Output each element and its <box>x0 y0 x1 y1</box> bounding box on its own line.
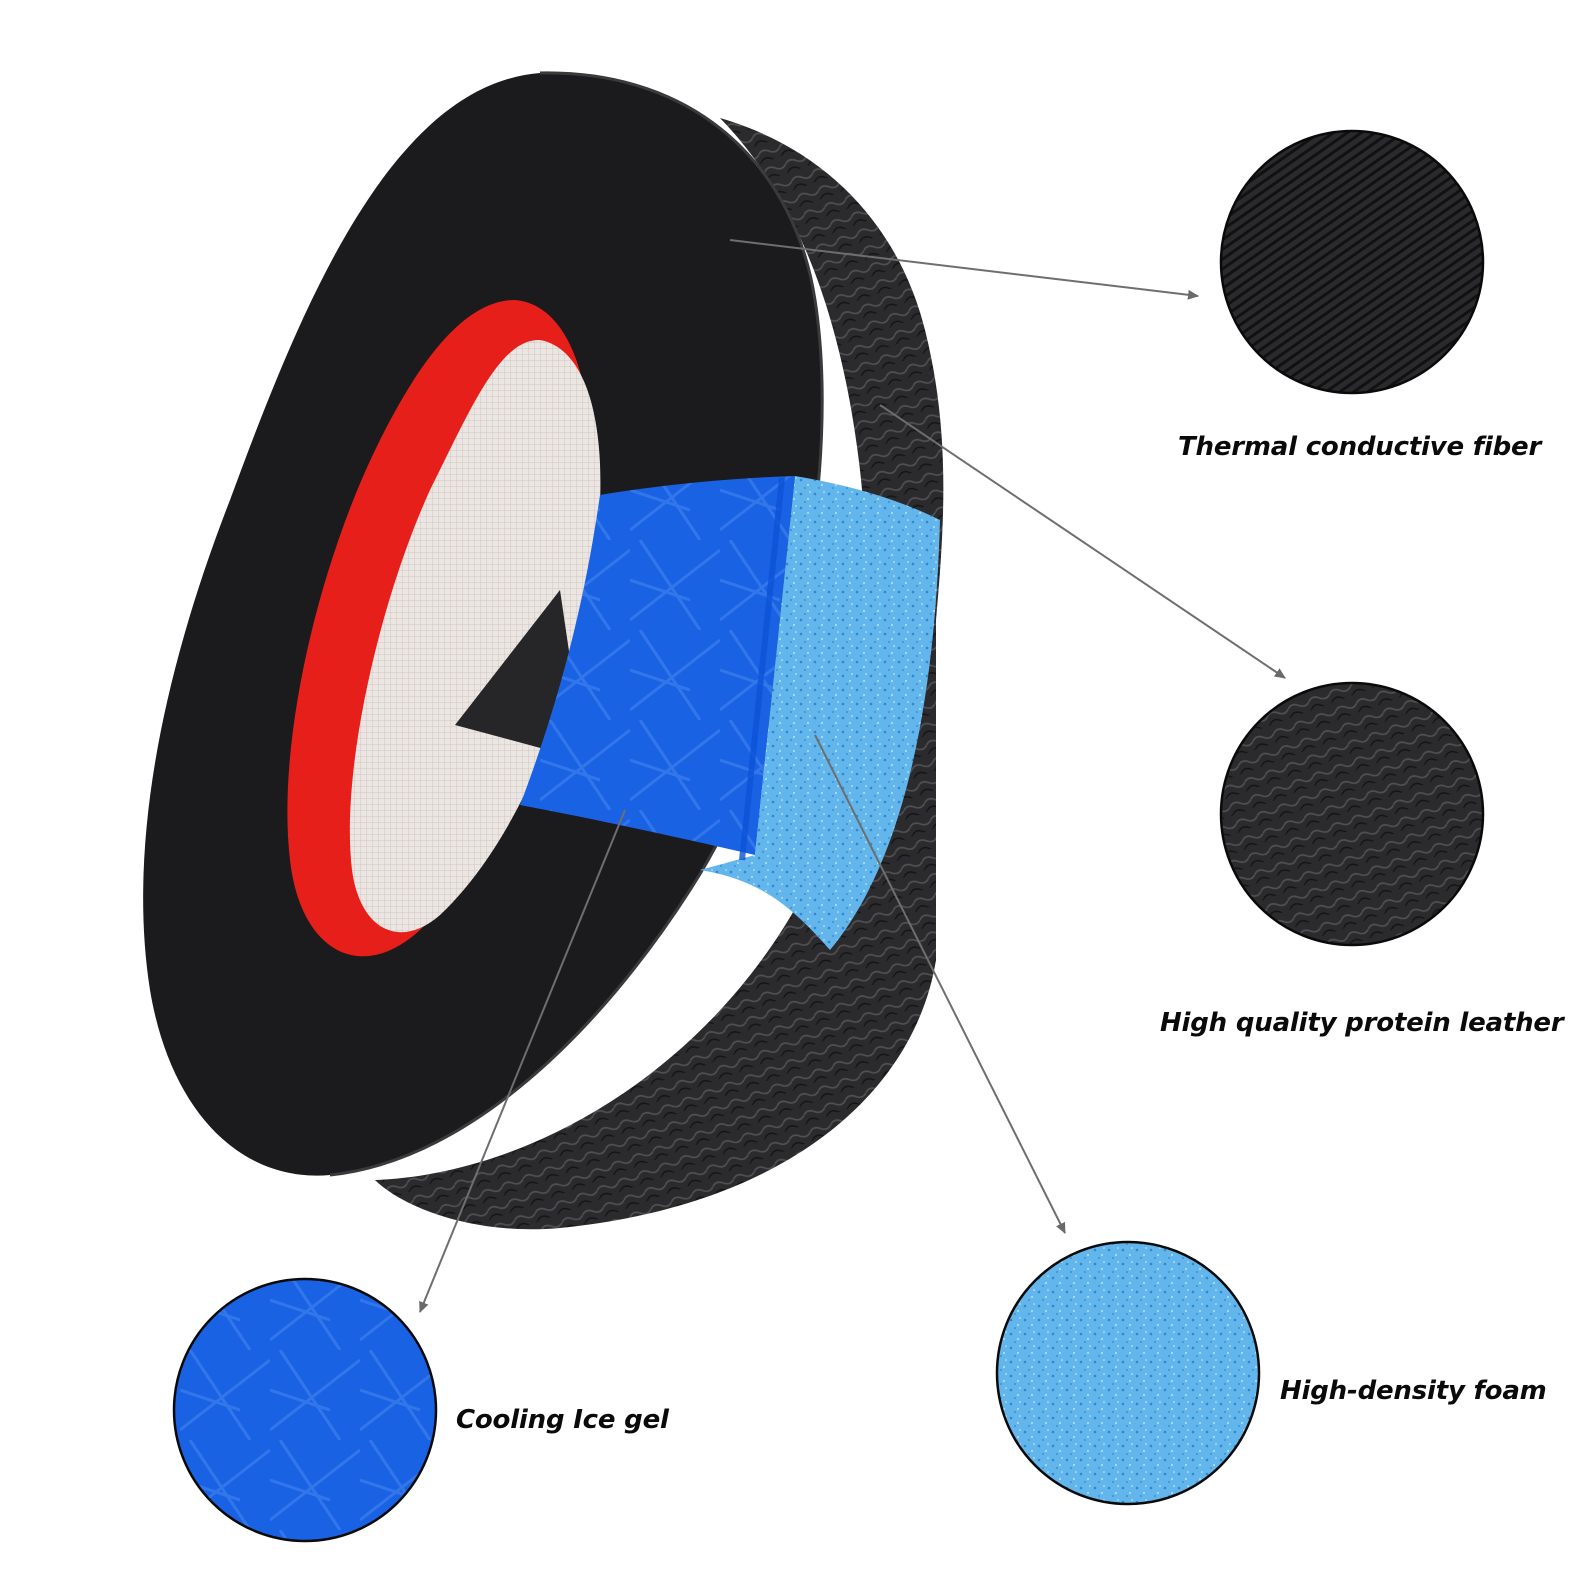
leader-fiber <box>729 239 1199 300</box>
label-leather: High quality protein leather <box>1160 1008 1564 1038</box>
leader-lines <box>419 239 1286 1313</box>
swatch-leather <box>1219 681 1485 947</box>
cutaway-foam-layer <box>700 476 940 950</box>
swatch-fiber <box>1219 129 1485 395</box>
cutaway-gel-layer <box>520 476 795 855</box>
label-foam: High-density foam <box>1280 1376 1547 1406</box>
swatch-foam <box>995 1240 1261 1506</box>
cushion-side-leather <box>375 118 944 1230</box>
cushion-inner-mesh <box>349 339 601 933</box>
label-fiber: Thermal conductive fiber <box>1178 432 1542 462</box>
ear-cushion <box>143 71 944 1230</box>
label-gel: Cooling Ice gel <box>456 1405 669 1435</box>
swatch-gel <box>172 1277 438 1543</box>
leader-foam <box>814 734 1066 1234</box>
leader-gel <box>419 809 626 1313</box>
leader-leather <box>879 404 1286 679</box>
